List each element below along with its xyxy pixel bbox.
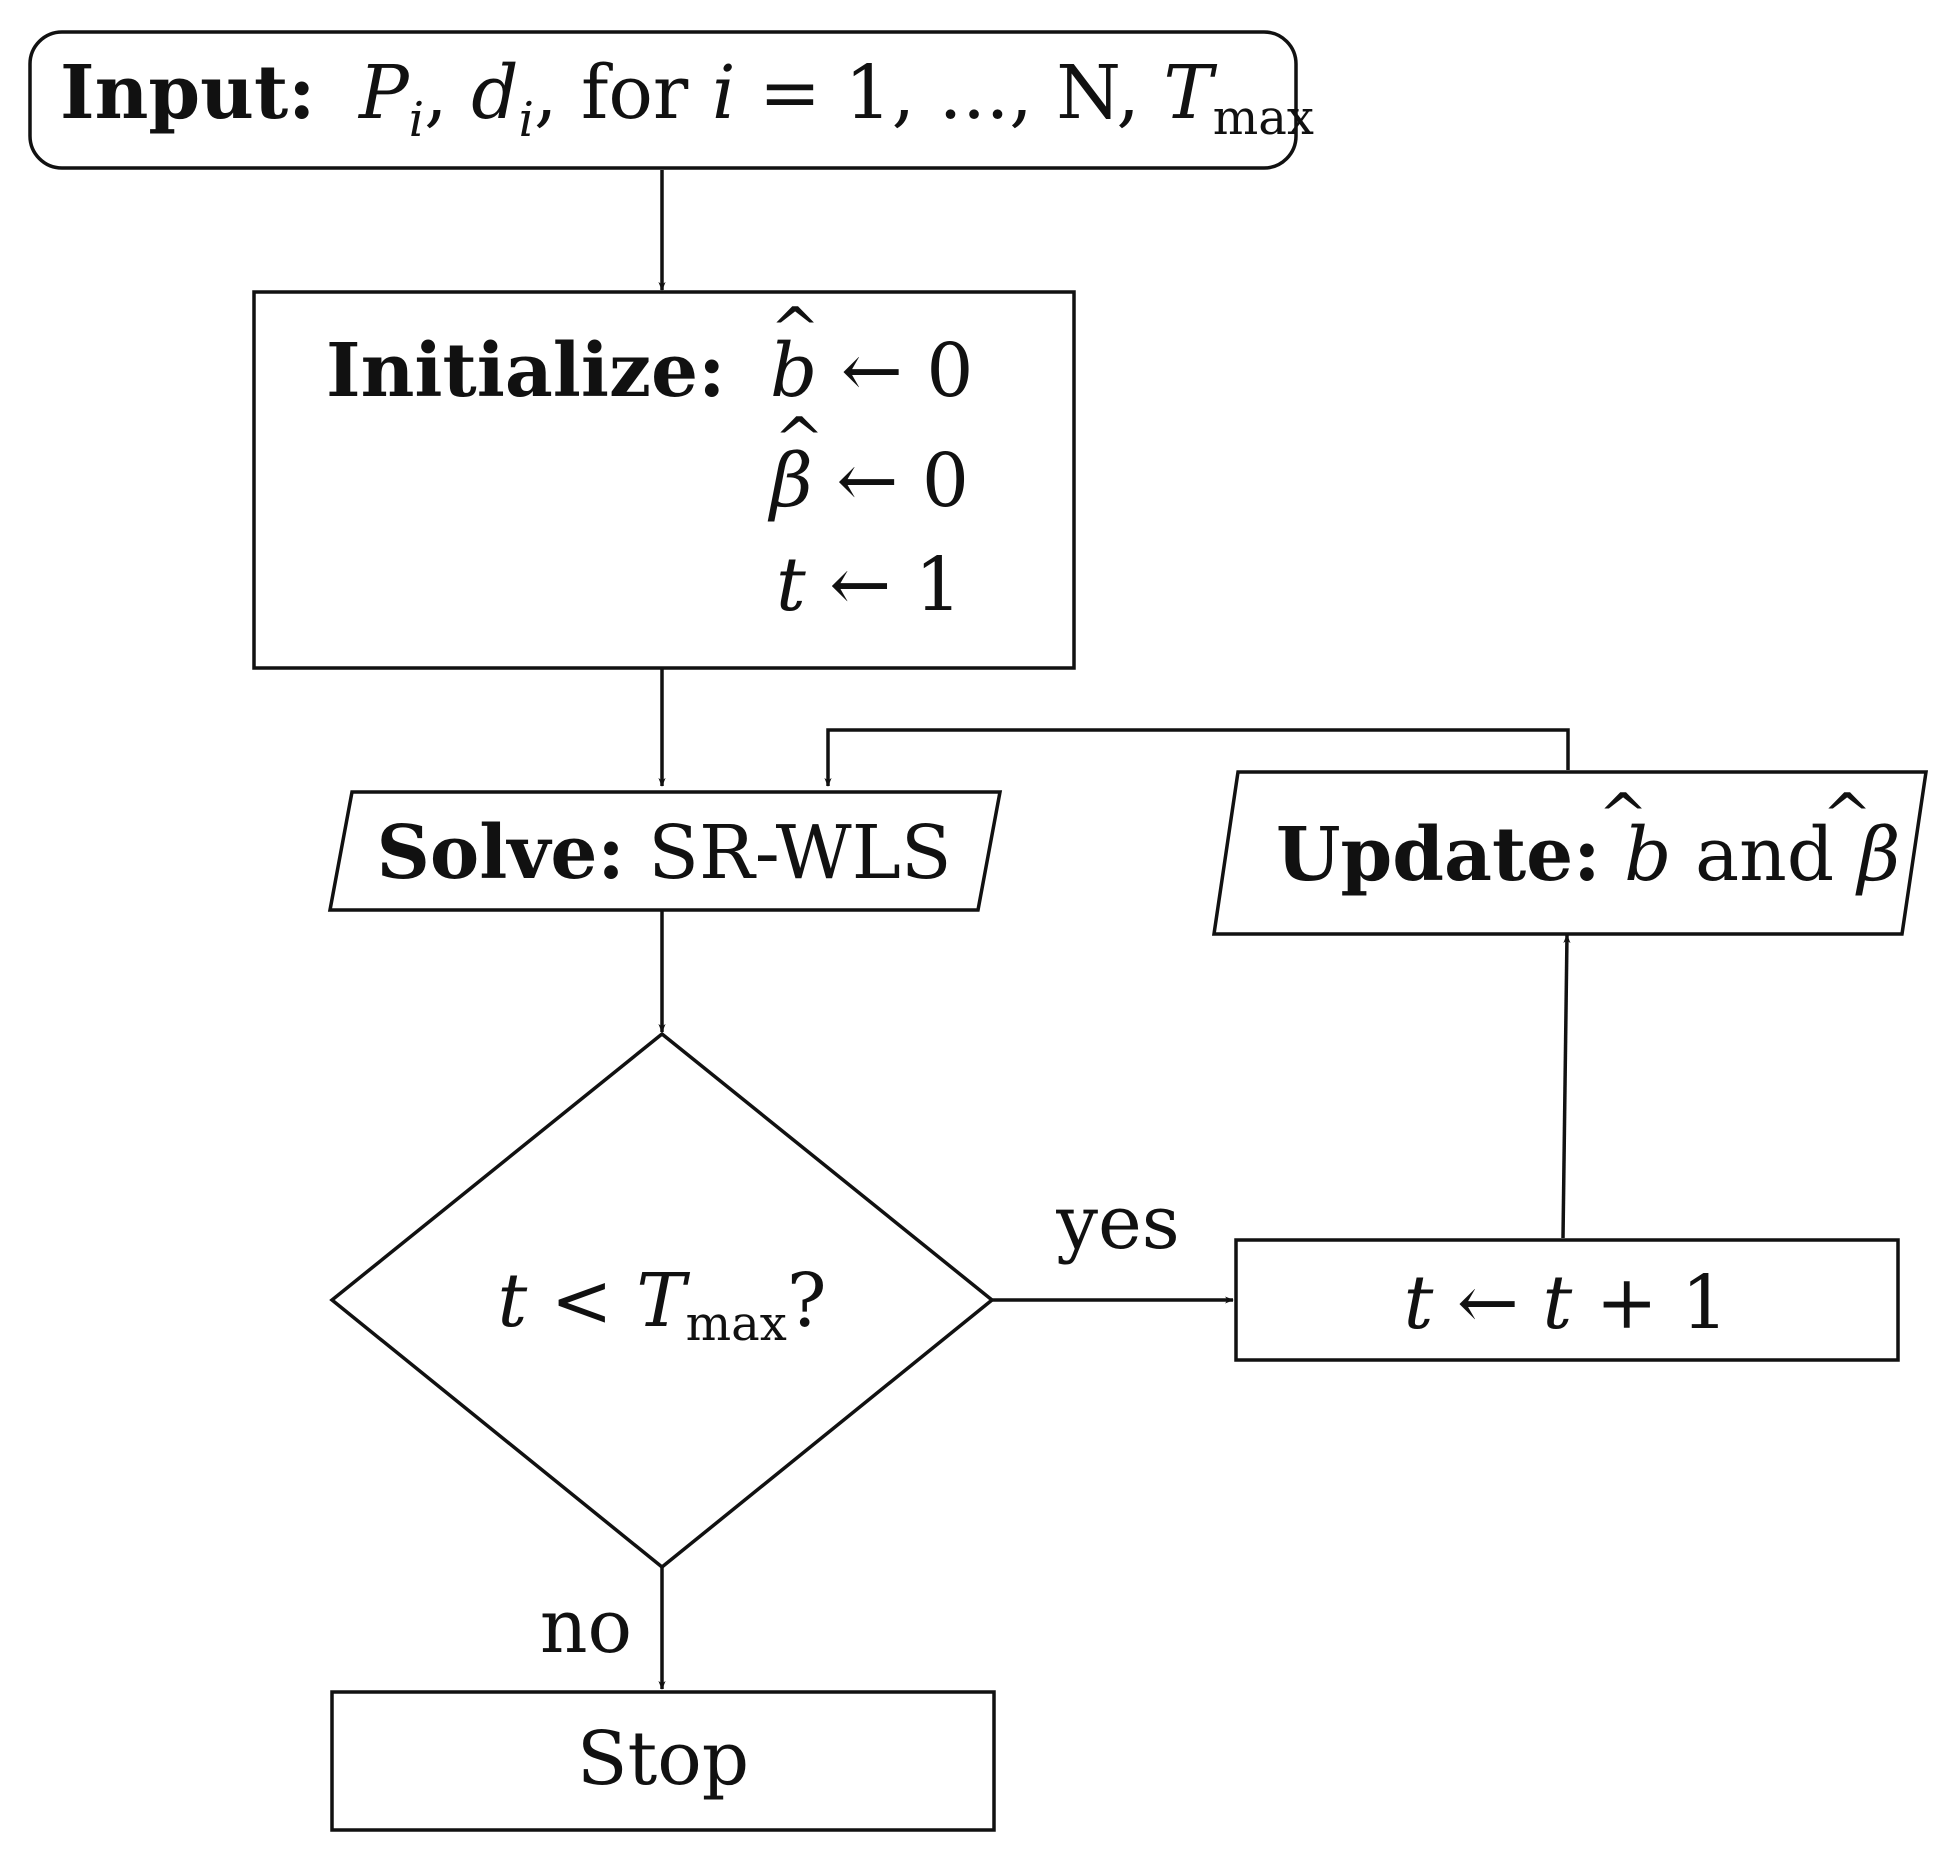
init-var-b: b xyxy=(770,328,817,414)
init-line-3: t ← 1 xyxy=(776,542,962,628)
decision-var: t xyxy=(497,1258,527,1344)
update-conj: and xyxy=(1695,812,1834,898)
increment-op: ← xyxy=(1457,1260,1519,1346)
update-hat-1: ^ xyxy=(1598,781,1648,851)
update-var-b: b xyxy=(1624,812,1671,898)
input-for: for xyxy=(581,50,689,136)
decision-op: < xyxy=(551,1258,613,1344)
input-text: Input: Pi, di, for i = 1, ..., N, Tmax xyxy=(60,50,1314,148)
decision-t-sub: max xyxy=(686,1296,787,1352)
decision-q: ? xyxy=(787,1258,827,1344)
update-text: Update: b and β xyxy=(1276,812,1900,898)
update-node xyxy=(1211,770,1929,936)
init-rest-2: ← 0 xyxy=(836,438,969,524)
decision-text: t < Tmax? xyxy=(497,1258,826,1352)
init-hat-1: ^ xyxy=(770,295,820,365)
initialize-node xyxy=(252,290,1076,670)
input-d: d xyxy=(471,50,518,136)
edge-label-yes: yes xyxy=(1055,1180,1180,1266)
init-hat-2: ^ xyxy=(774,405,824,475)
input-t: T xyxy=(1163,50,1217,136)
input-p: P xyxy=(357,50,410,136)
stop-label: Stop xyxy=(577,1716,749,1802)
update-label: Update: xyxy=(1276,812,1601,898)
update-hat-2: ^ xyxy=(1822,781,1872,851)
input-label: Input: xyxy=(60,50,315,136)
init-line-1: b ← 0 xyxy=(770,328,974,414)
decision-t: T xyxy=(636,1258,690,1344)
decision-node xyxy=(329,1031,995,1570)
input-t-sub: max xyxy=(1213,90,1314,146)
increment-var2: t xyxy=(1542,1260,1572,1346)
init-var-beta: β xyxy=(767,438,813,524)
edge-label-no: no xyxy=(540,1584,632,1670)
solve-method: SR-WLS xyxy=(648,810,951,896)
input-node xyxy=(28,30,1298,170)
solve-label: Solve: xyxy=(376,810,624,896)
increment-text: t ← t + 1 xyxy=(1404,1260,1729,1346)
init-rest-1: ← 0 xyxy=(841,328,974,414)
initialize-label: Initialize: xyxy=(326,328,725,414)
update-var-beta: β xyxy=(1855,812,1901,898)
input-i: i xyxy=(712,50,736,136)
stop-node xyxy=(330,1690,996,1832)
init-line-2: β ← 0 xyxy=(767,438,969,524)
edge-update-loop-back xyxy=(824,728,1570,787)
increment-rest: + 1 xyxy=(1596,1260,1729,1346)
increment-var: t xyxy=(1404,1260,1434,1346)
increment-node xyxy=(1234,1238,1900,1362)
input-range: = 1, ..., N, xyxy=(759,50,1140,136)
input-p-sub: i xyxy=(409,92,424,148)
init-var-t: t xyxy=(776,542,806,628)
solve-node xyxy=(327,790,1003,912)
input-d-sub: i xyxy=(519,92,534,148)
solve-text: Solve: SR-WLS xyxy=(376,810,951,896)
init-rest-3: ← 1 xyxy=(829,542,962,628)
edge-increment-to-update xyxy=(1561,934,1571,1239)
